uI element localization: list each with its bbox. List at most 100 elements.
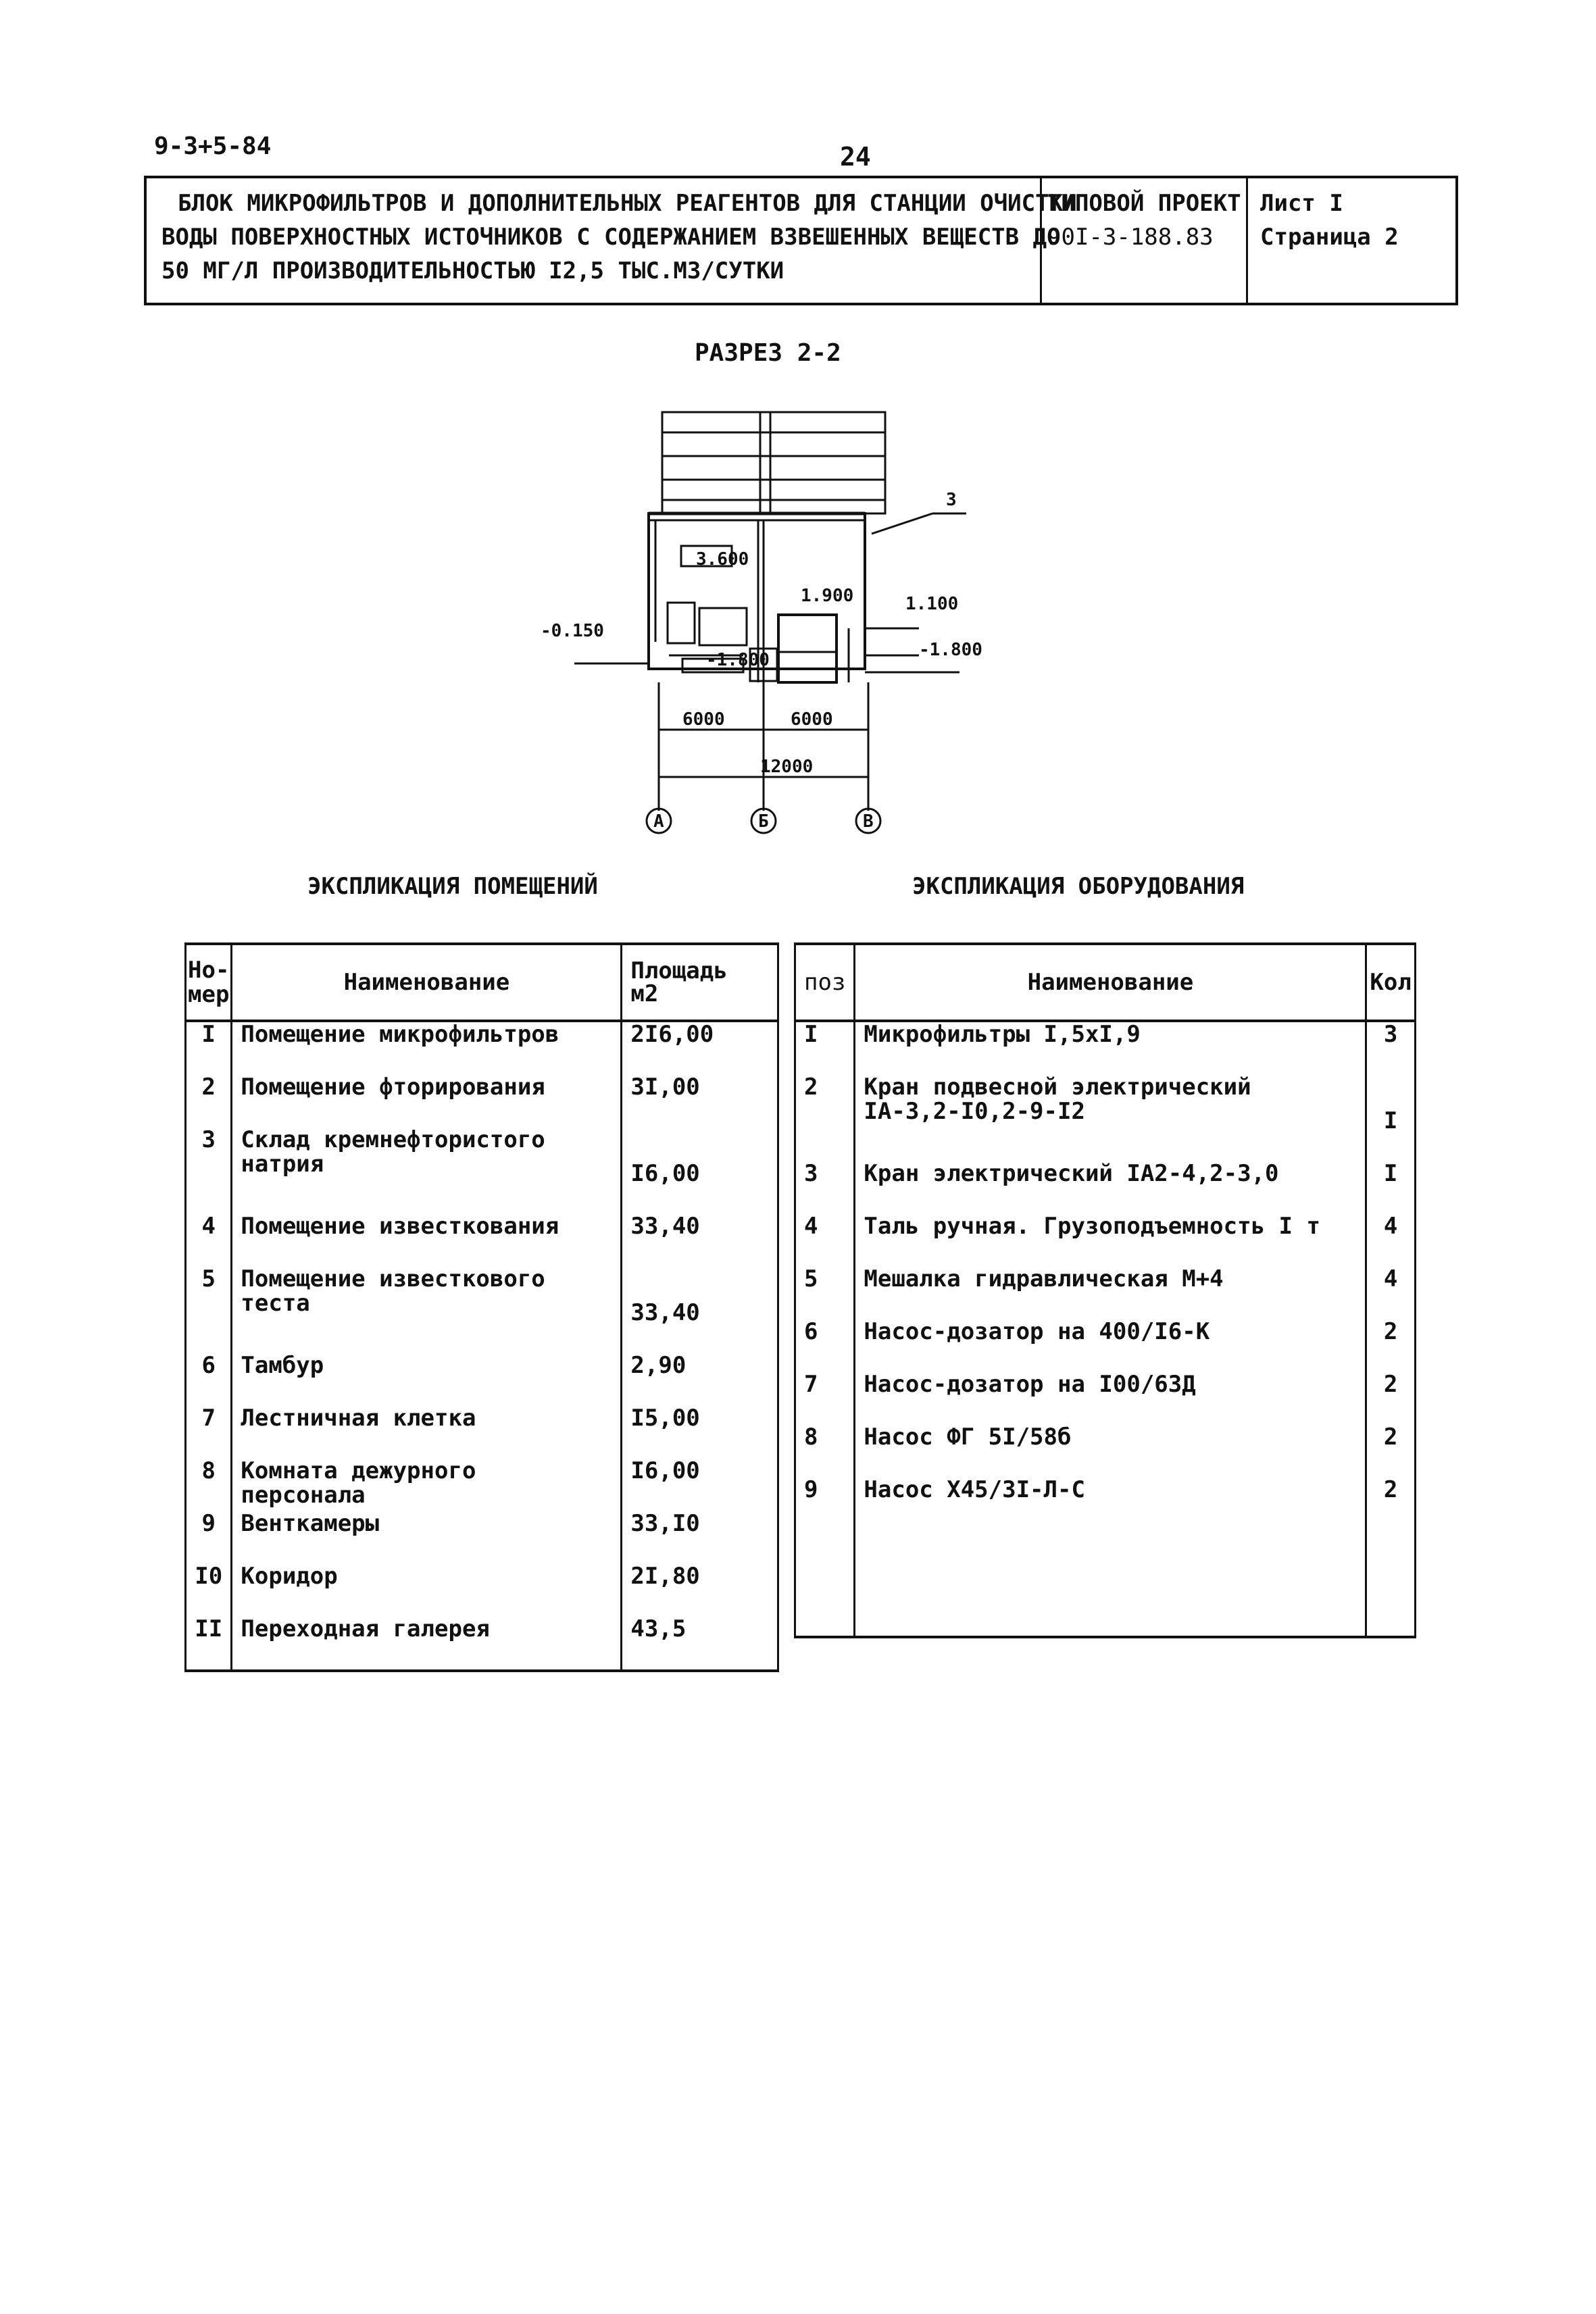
equipment-pos: 2: [793, 1075, 856, 1161]
equipment-name: Кран подвесной электрический IА-3,2-I0,2…: [853, 1075, 1368, 1161]
room-number: 9: [184, 1511, 233, 1564]
level-label-3: 1.100: [905, 594, 958, 614]
equipment-name: Кран электрический IА2-4,2-3,0: [853, 1161, 1368, 1214]
room-area: 33,40: [620, 1214, 780, 1267]
room-name: Помещение известкового теста: [230, 1267, 623, 1353]
equipment-name: Микрофильтры I,5хI,9: [853, 1021, 1368, 1075]
table-row: [793, 1583, 1416, 1638]
axis-label-b: Б: [758, 811, 769, 832]
dim-right: 6000: [791, 709, 833, 730]
room-name: Склад кремнефтористого натрия: [230, 1128, 623, 1214]
dim-left: 6000: [682, 709, 725, 730]
empty-cell: [793, 1583, 856, 1638]
room-number: 6: [184, 1353, 233, 1406]
equipment-pos: 9: [793, 1478, 856, 1530]
equipment-qty: 2: [1365, 1319, 1416, 1372]
section-drawing: 3.600 1.900 1.100 -0.150 -1.800 -1.800 6…: [541, 411, 982, 834]
equipment-pos: I: [793, 1021, 856, 1075]
equipment-pos: 5: [793, 1267, 856, 1319]
equipment-pos: 3: [793, 1161, 856, 1214]
rooms-title: ЭКСПЛИКАЦИЯ ПОМЕЩЕНИЙ: [307, 873, 598, 900]
room-area: 2I6,00: [620, 1021, 780, 1075]
room-area: I5,00: [620, 1406, 780, 1459]
room-name: Лестничная клетка: [230, 1406, 623, 1459]
equipment-title: ЭКСПЛИКАЦИЯ ОБОРУДОВАНИЯ: [912, 873, 1245, 900]
callout-number: 3: [946, 490, 957, 510]
room-area: 2,90: [620, 1353, 780, 1406]
table-row: [793, 1530, 1416, 1583]
equipment-header-pos: поз: [793, 942, 856, 1022]
room-number: 5: [184, 1267, 233, 1353]
title-line-2: ВОДЫ ПОВЕРХНОСТНЫХ ИСТОЧНИКОВ С СОДЕРЖАН…: [161, 224, 1061, 251]
title-block: БЛОК МИКРОФИЛЬТРОВ И ДОПОЛНИТЕЛЬНЫХ РЕАГ…: [144, 176, 1458, 305]
drawing-title: РАЗРЕЗ 2-2: [695, 339, 841, 367]
equipment-name: Насос ФГ 5I/58б: [853, 1425, 1368, 1478]
level-label-2: 1.900: [801, 586, 853, 606]
empty-cell: [1365, 1530, 1416, 1583]
document-code: 9-3+5-84: [154, 132, 272, 160]
room-number: 4: [184, 1214, 233, 1267]
project-cell: ТИПОВОЙ ПРОЕКТ 90I-3-188.83: [1040, 178, 1241, 303]
room-name: Помещение микрофильтров: [230, 1021, 623, 1075]
equipment-name: Насос-дозатор на 400/I6-К: [853, 1319, 1368, 1372]
equipment-pos: 8: [793, 1425, 856, 1478]
equipment-qty: 3: [1365, 1021, 1416, 1075]
room-name: Комната дежурного персонала: [230, 1459, 623, 1511]
room-number: 2: [184, 1075, 233, 1128]
room-area: 43,5: [620, 1617, 780, 1672]
room-area: 3I,00: [620, 1075, 780, 1128]
equipment-name: Таль ручная. Грузоподъемность I т: [853, 1214, 1368, 1267]
sheet-cell: Лист I Страница 2: [1246, 178, 1399, 303]
equipment-qty: 2: [1365, 1478, 1416, 1530]
empty-cell: [853, 1530, 1368, 1583]
room-area: 33,40: [620, 1267, 780, 1353]
equipment-pos: 4: [793, 1214, 856, 1267]
room-name: Коридор: [230, 1564, 623, 1617]
page-number: 24: [840, 142, 871, 172]
room-number: 7: [184, 1406, 233, 1459]
room-name: Тамбур: [230, 1353, 623, 1406]
equipment-qty: I: [1365, 1161, 1416, 1214]
dim-total: 12000: [760, 757, 813, 777]
empty-cell: [853, 1583, 1368, 1638]
rooms-header-num: Но- мер: [184, 942, 233, 1022]
room-number: I0: [184, 1564, 233, 1617]
room-name: Помещение известкования: [230, 1214, 623, 1267]
title-line-1: БЛОК МИКРОФИЛЬТРОВ И ДОПОЛНИТЕЛЬНЫХ РЕАГ…: [178, 190, 1077, 217]
equipment-qty: 4: [1365, 1214, 1416, 1267]
room-area: I6,00: [620, 1459, 780, 1511]
axis-label-v: В: [863, 811, 874, 832]
equipment-qty: 4: [1365, 1267, 1416, 1319]
equipment-name: Насос Х45/3I-Л-С: [853, 1478, 1368, 1530]
equipment-qty: 2: [1365, 1425, 1416, 1478]
room-number: II: [184, 1617, 233, 1672]
sheet-label: Лист I: [1260, 190, 1343, 217]
equipment-name: Насос-дозатор на I00/63Д: [853, 1372, 1368, 1425]
rooms-header-name: Наименование: [230, 942, 623, 1022]
equipment-header-name: Наименование: [853, 942, 1368, 1022]
page-label: Страница 2: [1260, 224, 1399, 251]
empty-cell: [1365, 1583, 1416, 1638]
equipment-header-qty: Кол: [1365, 942, 1416, 1022]
level-label-5: -1.800: [706, 650, 770, 670]
equipment-name: Мешалка гидравлическая М+4: [853, 1267, 1368, 1319]
room-number: I: [184, 1021, 233, 1075]
